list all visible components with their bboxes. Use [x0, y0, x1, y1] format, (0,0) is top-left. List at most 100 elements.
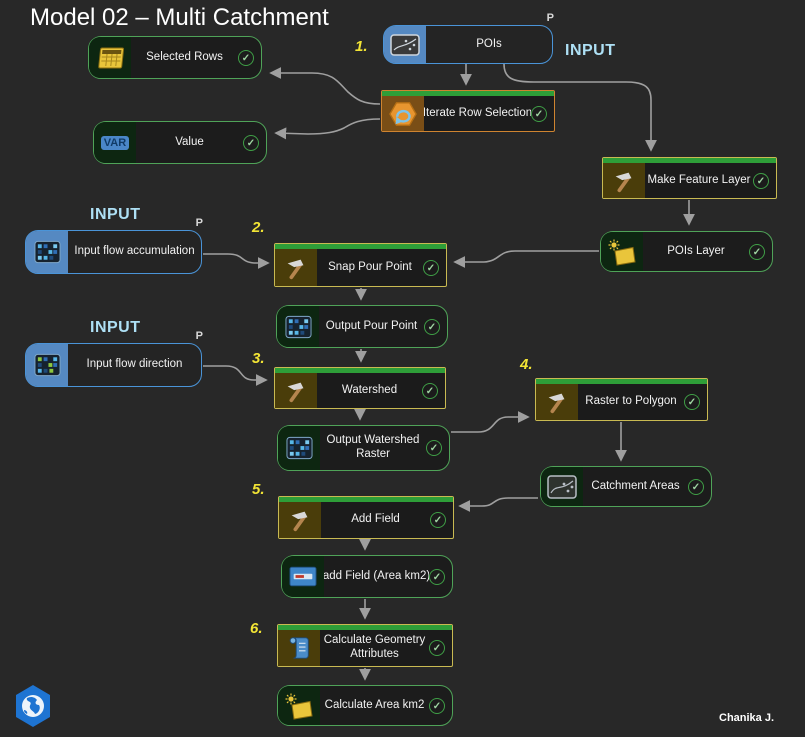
step-number-6[interactable]: 6.	[250, 620, 263, 637]
node-label: Make Feature Layer	[647, 173, 751, 186]
node-label: Value	[175, 135, 204, 148]
connector-output-watershed-raster-to-raster-to-polygon	[451, 411, 530, 433]
author-credit: Chanika J.	[719, 712, 775, 724]
validated-check-icon: ✓	[688, 478, 704, 495]
node-label: Iterate Row Selection	[424, 106, 531, 119]
node-input-flow-accumulation[interactable]: P Input flow accumulation	[25, 217, 203, 274]
var-icon-text: VAR	[100, 135, 130, 150]
connector-pois-to-make-feature-layer	[503, 63, 657, 152]
layer-icon	[278, 686, 320, 725]
node-label: Catchment Areas	[591, 479, 680, 492]
step-number-5[interactable]: 5.	[252, 481, 265, 498]
tool-status-bar	[603, 158, 776, 163]
step-number-3[interactable]: 3.	[252, 350, 265, 367]
field-icon	[282, 556, 324, 597]
validated-check-icon: ✓	[424, 318, 440, 335]
tool-status-bar	[278, 625, 452, 630]
node-pois[interactable]: P POIs	[383, 12, 554, 64]
node-catchment-areas[interactable]: Catchment Areas ✓	[540, 466, 712, 507]
validated-check-icon: ✓	[429, 640, 445, 656]
node-label: POIs	[476, 37, 502, 50]
layer-icon	[601, 232, 643, 271]
raster-grid-icon	[277, 306, 319, 347]
step-number-2[interactable]: 2.	[252, 219, 265, 236]
raster-grid-icon	[278, 426, 320, 470]
step-number-1[interactable]: 1.	[355, 38, 368, 55]
hammer-icon	[279, 502, 321, 538]
node-pois-layer[interactable]: POIs Layer ✓	[600, 231, 773, 272]
connector-catchment-areas-to-add-field	[458, 497, 538, 512]
node-label: Input flow accumulation	[74, 245, 195, 258]
node-calculate-area-km2[interactable]: Calculate Area km2 ✓	[277, 685, 453, 726]
connector-pois-layer-to-snap-pour-point	[453, 250, 599, 268]
node-label: Output Watershed Raster	[326, 434, 420, 460]
script-icon	[278, 630, 320, 666]
hammer-icon	[603, 163, 645, 198]
node-watershed[interactable]: Watershed ✓	[274, 367, 446, 409]
node-label: Add Field	[351, 513, 400, 526]
input-annotation-pois[interactable]: INPUT	[565, 42, 616, 59]
connector-iterate-to-value	[274, 118, 381, 140]
node-calculate-geometry-attributes[interactable]: Calculate Geometry Attributes ✓	[277, 624, 453, 667]
node-make-feature-layer[interactable]: Make Feature Layer ✓	[602, 157, 777, 199]
node-label: Selected Rows	[146, 50, 223, 63]
node-output-pour-point[interactable]: Output Pour Point ✓	[276, 305, 448, 348]
arcgis-pro-logo-icon	[13, 684, 53, 733]
node-value[interactable]: VAR Value ✓	[93, 121, 267, 164]
node-output-watershed-raster[interactable]: Output Watershed Raster ✓	[277, 425, 450, 471]
hammer-icon	[275, 373, 317, 408]
node-snap-pour-point[interactable]: Snap Pour Point ✓	[274, 243, 447, 287]
node-raster-to-polygon[interactable]: Raster to Polygon ✓	[535, 378, 708, 421]
tool-status-bar	[382, 91, 554, 96]
validated-check-icon: ✓	[430, 512, 446, 528]
polygon-raster-icon	[541, 467, 583, 506]
validated-check-icon: ✓	[531, 105, 547, 122]
node-label: Watershed	[341, 383, 398, 396]
tool-status-bar	[275, 368, 445, 373]
node-label: Raster to Polygon	[585, 395, 677, 408]
table-icon	[89, 37, 131, 78]
validated-check-icon: ✓	[429, 568, 445, 585]
parameter-badge: P	[546, 12, 554, 24]
tool-status-bar	[275, 244, 446, 249]
validated-check-icon: ✓	[422, 382, 438, 399]
parameter-badge: P	[195, 217, 203, 229]
node-label: add Field (Area km2)	[324, 569, 429, 582]
node-label: Snap Pour Point	[328, 260, 412, 273]
input-annotation-flow-accumulation[interactable]: INPUT	[90, 206, 141, 223]
input-annotation-flow-direction[interactable]: INPUT	[90, 319, 141, 336]
node-label: Input flow direction	[86, 358, 183, 371]
validated-check-icon: ✓	[426, 440, 442, 456]
validated-check-icon: ✓	[749, 243, 765, 260]
page-title: Model 02 – Multi Catchment	[30, 4, 329, 31]
step-number-4[interactable]: 4.	[520, 356, 533, 373]
connector-iterate-to-selected-rows	[269, 67, 381, 105]
parameter-badge: P	[195, 330, 203, 342]
node-selected-rows[interactable]: Selected Rows ✓	[88, 36, 262, 79]
hammer-icon	[275, 249, 317, 286]
node-label: Output Pour Point	[325, 319, 418, 332]
node-add-field-area-km2[interactable]: add Field (Area km2) ✓	[281, 555, 453, 598]
validated-check-icon: ✓	[243, 134, 259, 151]
node-input-flow-direction[interactable]: P Input flow direction	[25, 330, 203, 387]
node-add-field[interactable]: Add Field ✓	[278, 496, 454, 539]
variable-icon: VAR	[94, 122, 136, 163]
validated-check-icon: ✓	[753, 172, 769, 189]
validated-check-icon: ✓	[684, 394, 700, 410]
connector-flow-direction-to-watershed	[203, 365, 268, 386]
validated-check-icon: ✓	[423, 259, 439, 276]
raster-map-icon	[384, 26, 426, 63]
validated-check-icon: ✓	[429, 697, 445, 714]
validated-check-icon: ✓	[238, 49, 254, 66]
node-label: Calculate Geometry Attributes	[323, 634, 426, 660]
node-label: POIs Layer	[667, 244, 725, 257]
connector-flow-accumulation-to-snap-pour-point	[203, 253, 270, 269]
tool-status-bar	[536, 379, 707, 384]
node-label: Calculate Area km2	[324, 698, 425, 711]
tool-status-bar	[279, 497, 453, 502]
raster-grid-icon	[26, 344, 68, 386]
raster-grid-icon	[26, 231, 68, 273]
node-iterate-row-selection[interactable]: Iterate Row Selection ✓	[381, 90, 555, 132]
